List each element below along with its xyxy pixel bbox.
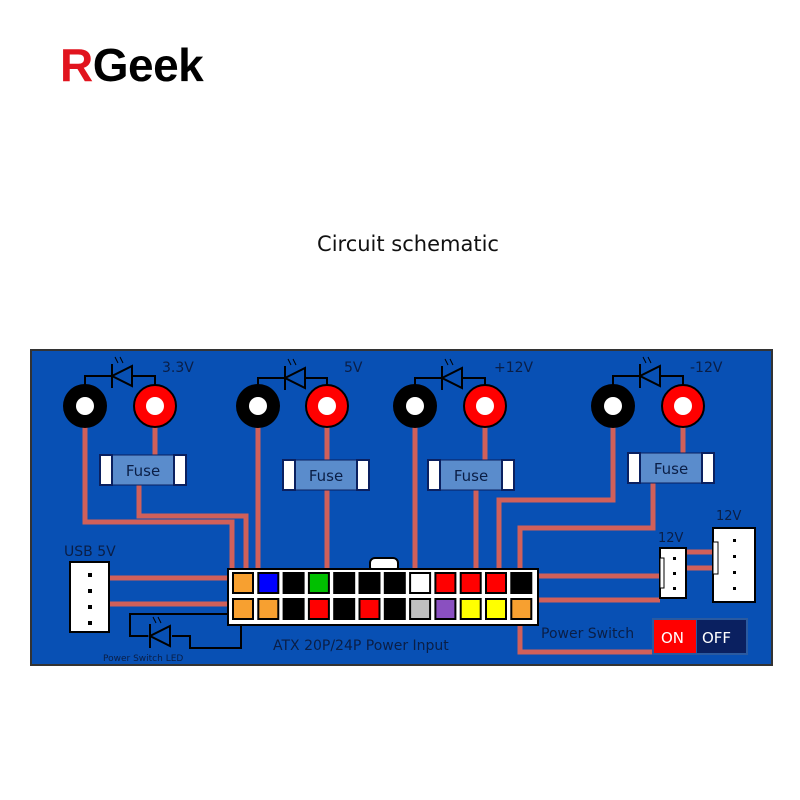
- traces: [82, 408, 715, 655]
- atx-pin-bottom-5: [358, 598, 381, 620]
- trace: [136, 478, 249, 572]
- atx-pin-bottom-6: [383, 598, 406, 620]
- led-0: [109, 356, 133, 388]
- atx-pin-top-11: [510, 572, 533, 594]
- atx-pin-top-0: [232, 572, 254, 594]
- terminal-label-5v: 5V: [344, 360, 363, 376]
- atx-pin-bottom-9: [459, 598, 482, 620]
- connector-12v-large-label: 12V: [716, 509, 742, 524]
- fuse-1: Fuse: [282, 459, 370, 491]
- leds: [109, 356, 661, 648]
- terminal-red-0: [133, 384, 177, 428]
- atx-pin-bottom-11: [510, 598, 533, 620]
- terminal-red-3: [661, 384, 705, 428]
- trace: [517, 480, 656, 572]
- atx-pin-bottom-8: [434, 598, 457, 620]
- page-title: Circuit schematic: [317, 232, 499, 256]
- atx-connector: [227, 557, 539, 626]
- terminal-posts: [63, 384, 705, 428]
- led-label: Power Switch LED: [103, 654, 183, 664]
- trace: [496, 408, 616, 572]
- fuse-label: Fuse: [654, 460, 688, 478]
- switch-on-label: ON: [661, 629, 684, 647]
- fuse-2: Fuse: [427, 459, 515, 491]
- atx-pin-bottom-0: [232, 598, 254, 620]
- terminal-red-2: [463, 384, 507, 428]
- fuse-label: Fuse: [454, 467, 488, 485]
- power-switch-label: Power Switch: [541, 626, 634, 642]
- fuses: Fuse Fuse Fuse Fuse: [99, 452, 715, 491]
- terminal-black-2: [393, 384, 437, 428]
- usb-connector: [69, 561, 110, 633]
- fuse-3: Fuse: [627, 452, 715, 484]
- atx-pin-bottom-1: [257, 598, 280, 620]
- atx-pin-top-10: [485, 572, 507, 594]
- terminal-red-1: [305, 384, 349, 428]
- atx-pins: [232, 572, 533, 620]
- atx-pin-bottom-7: [409, 598, 432, 620]
- fuse-label: Fuse: [309, 467, 343, 485]
- connector-12v-small-label: 12V: [658, 531, 684, 546]
- switch-off-label: OFF: [702, 629, 731, 647]
- trace: [517, 622, 655, 655]
- trace: [82, 408, 235, 572]
- logo-r: R: [60, 39, 93, 91]
- terminal-label-neg12v: -12V: [690, 360, 723, 376]
- connector-12v-large: [712, 527, 756, 603]
- atx-pin-top-6: [383, 572, 406, 594]
- atx-pin-top-5: [358, 572, 381, 594]
- switch-on-button[interactable]: [654, 620, 696, 653]
- atx-pin-top-3: [307, 572, 330, 594]
- rgeek-logo: RGeek: [60, 39, 204, 91]
- led-3: [637, 356, 661, 388]
- fuse-0: Fuse: [99, 454, 187, 486]
- usb-label: USB 5V: [64, 544, 116, 560]
- atx-pin-bottom-4: [333, 598, 356, 620]
- led-1: [282, 358, 306, 390]
- connector-12v-small: [659, 547, 687, 599]
- led-2: [439, 358, 463, 390]
- atx-pin-top-7: [409, 572, 432, 594]
- atx-label: ATX 20P/24P Power Input: [273, 638, 449, 654]
- logo-geek: Geek: [92, 39, 204, 91]
- atx-pin-top-9: [459, 572, 482, 594]
- atx-pin-top-8: [434, 572, 457, 594]
- atx-pin-bottom-10: [485, 598, 507, 620]
- atx-pin-top-1: [257, 572, 280, 594]
- terminal-label-3v3: 3.3V: [162, 360, 194, 376]
- terminal-black-1: [236, 384, 280, 428]
- power-switch-led: [147, 616, 171, 648]
- atx-pin-bottom-3: [307, 598, 330, 620]
- fuse-label: Fuse: [126, 462, 160, 480]
- terminal-black-0: [63, 384, 107, 428]
- atx-pin-top-2: [282, 572, 305, 594]
- power-switch[interactable]: ON OFF: [652, 618, 748, 655]
- atx-pin-bottom-2: [282, 598, 305, 620]
- atx-pin-top-4: [333, 572, 356, 594]
- switch-off-button[interactable]: [697, 620, 746, 653]
- terminal-black-3: [591, 384, 635, 428]
- terminal-label-12v: +12V: [494, 360, 534, 376]
